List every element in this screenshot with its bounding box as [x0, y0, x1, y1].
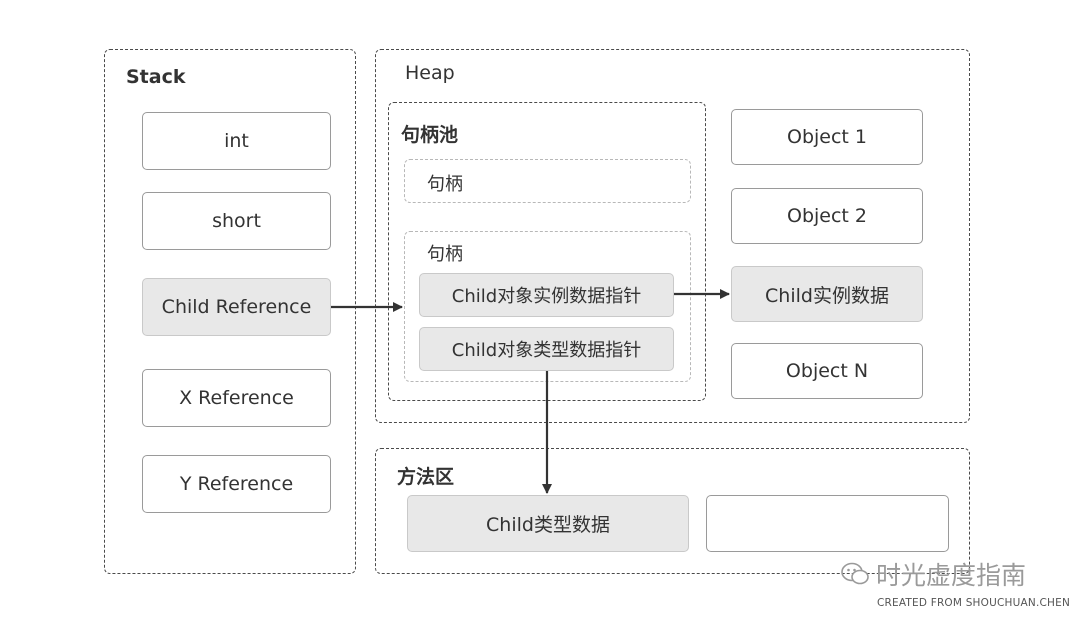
heap-object-n: Object N — [731, 343, 923, 399]
stack-item-x-reference: X Reference — [142, 369, 331, 427]
stack-item-short: short — [142, 192, 331, 250]
method-area-empty-slot — [706, 495, 949, 552]
heap-region — [375, 49, 970, 423]
pointer-type-data: Child对象类型数据指针 — [419, 327, 674, 371]
credit-text: CREATED FROM SHOUCHUAN.CHEN — [877, 597, 1071, 609]
heap-object-2: Object 2 — [731, 188, 923, 244]
handle-1-label: 句柄 — [427, 174, 463, 195]
handle-1 — [404, 159, 691, 203]
watermark-text: 时光虚度指南 — [876, 561, 1027, 590]
stack-item-int: int — [142, 112, 331, 170]
stack-title: Stack — [126, 66, 186, 88]
method-area-title: 方法区 — [397, 466, 455, 488]
handle-2-label: 句柄 — [427, 244, 463, 265]
stack-item-y-reference: Y Reference — [142, 455, 331, 513]
heap-object-1: Object 1 — [731, 109, 923, 165]
heap-child-instance-data: Child实例数据 — [731, 266, 923, 322]
watermark: 时光虚度指南 — [840, 556, 1026, 592]
pointer-instance-data: Child对象实例数据指针 — [419, 273, 674, 317]
heap-title: Heap — [405, 62, 455, 84]
handle-pool-title: 句柄池 — [401, 124, 459, 146]
method-area-region — [375, 448, 970, 574]
stack-region — [104, 49, 356, 574]
stack-item-child-reference: Child Reference — [142, 278, 331, 336]
method-area-child-type-data: Child类型数据 — [407, 495, 689, 552]
wechat-icon — [841, 562, 869, 585]
